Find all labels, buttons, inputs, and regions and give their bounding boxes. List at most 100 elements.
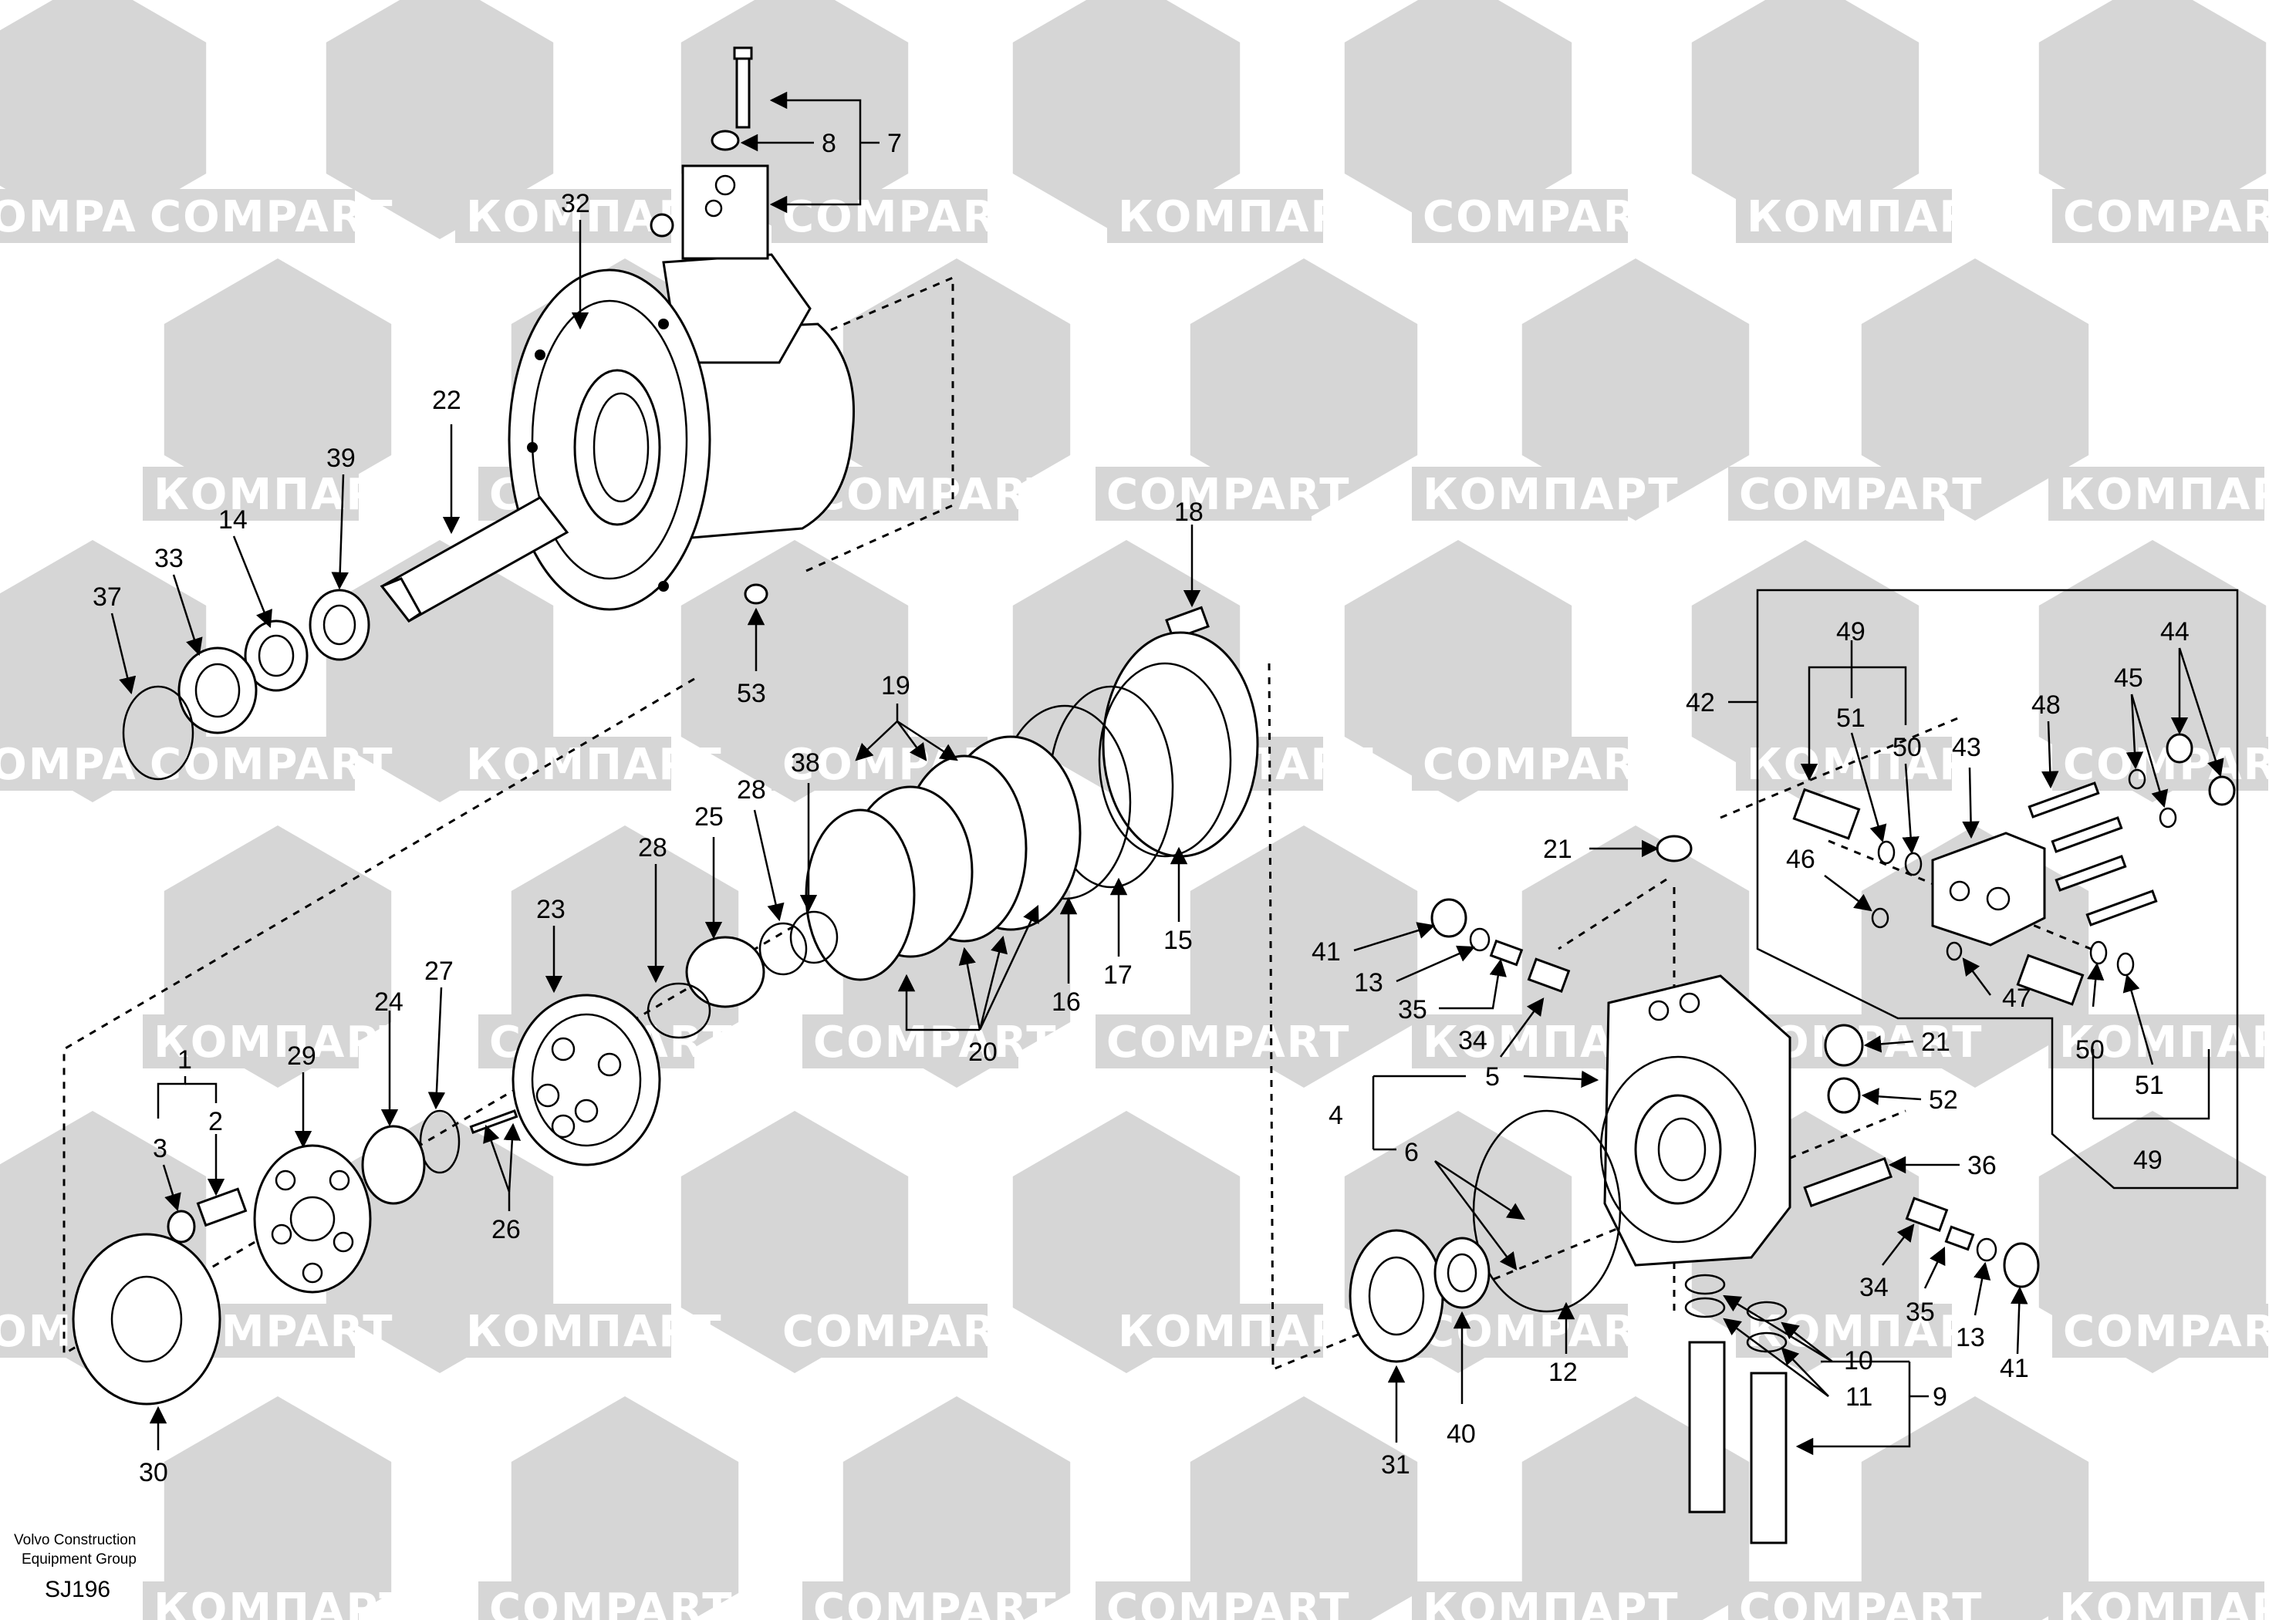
watermark-hexagon xyxy=(511,1396,739,1620)
callout-48: 48 xyxy=(2031,690,2061,720)
callout-29: 29 xyxy=(287,1041,316,1071)
callout-38: 38 xyxy=(791,748,820,778)
watermark-text: COMPART xyxy=(782,1307,1026,1357)
watermark-text: COMPART xyxy=(1739,1585,1983,1620)
watermark-text: COMPART xyxy=(1106,1585,1350,1620)
rotating-group xyxy=(361,936,765,1205)
watermark-text: КОМПАРТ xyxy=(466,1307,723,1357)
watermark-banner xyxy=(455,1304,671,1358)
callout-47: 47 xyxy=(2002,984,2031,1013)
callout-39: 39 xyxy=(326,444,356,473)
watermark-banner xyxy=(1412,1581,1628,1620)
watermark-text: КОМПАРТ xyxy=(466,740,723,790)
watermark-banner xyxy=(1728,467,1944,521)
watermark-text: КОМПАРТ xyxy=(1118,1307,1375,1357)
callout-3: 3 xyxy=(153,1134,167,1163)
watermark-banner xyxy=(143,467,359,521)
watermark-text: COMPART xyxy=(782,192,1026,242)
watermark-text: COMPART xyxy=(813,1585,1057,1620)
watermark-banner xyxy=(1736,737,1952,791)
leader-lines xyxy=(110,91,2224,1456)
callout-34b: 34 xyxy=(1859,1273,1889,1302)
watermark-text: COMPART xyxy=(1106,1018,1350,1068)
callout-23: 23 xyxy=(536,895,566,924)
callout-28a: 28 xyxy=(737,775,766,805)
callout-49a: 49 xyxy=(1836,617,1866,646)
callout-7: 7 xyxy=(887,129,902,158)
callout-31: 31 xyxy=(1381,1450,1410,1480)
watermark-hexagon xyxy=(1691,0,1920,239)
callout-32: 32 xyxy=(561,189,590,218)
callout-19: 19 xyxy=(881,671,910,700)
footer-line-1: Volvo Construction xyxy=(14,1532,136,1548)
callout-15: 15 xyxy=(1163,926,1193,955)
watermark-banner xyxy=(1412,737,1628,791)
callout-40: 40 xyxy=(1447,1419,1476,1449)
callout-42: 42 xyxy=(1686,688,1715,717)
callout-10: 10 xyxy=(1844,1346,1873,1375)
callout-35a: 35 xyxy=(1398,995,1427,1024)
watermark-banner xyxy=(1096,1014,1312,1068)
watermark-banner xyxy=(1107,189,1323,243)
watermark-banner xyxy=(1412,467,1628,521)
watermark-banner xyxy=(139,189,355,243)
watermark-banner xyxy=(1728,1581,1944,1620)
watermark-text: COMPART xyxy=(1423,192,1666,242)
watermark-banner xyxy=(139,737,355,791)
watermark-hexagon xyxy=(1190,1396,1418,1620)
watermark-banner xyxy=(1412,1304,1628,1358)
valve-block-assembly xyxy=(1756,589,2239,1190)
watermark-text: COMPART xyxy=(813,1018,1057,1068)
watermark-hexagon xyxy=(164,1396,392,1620)
watermark-text: COMPART xyxy=(2063,192,2296,242)
callout-36: 36 xyxy=(1967,1151,1997,1180)
watermark-text: COMPART xyxy=(150,192,393,242)
callout-52: 52 xyxy=(1929,1085,1958,1115)
callout-20: 20 xyxy=(968,1038,998,1067)
valve-components xyxy=(1430,835,2040,1544)
watermark-text: COMPART xyxy=(150,740,393,790)
callout-50b: 50 xyxy=(2075,1035,2105,1065)
watermark-text: КОМПАРТ xyxy=(1423,1585,1680,1620)
callout-14: 14 xyxy=(218,505,248,535)
callout-13b: 13 xyxy=(1956,1323,1985,1352)
callout-21b: 21 xyxy=(1921,1028,1950,1057)
callout-33: 33 xyxy=(154,544,184,573)
watermark-text: КОМПАРТ xyxy=(466,192,723,242)
watermark-banner xyxy=(1736,189,1952,243)
watermark-text: COMPART xyxy=(2063,1307,2296,1357)
watermark-hexagon xyxy=(1861,258,2089,521)
watermark-text: КОМПАРТ xyxy=(154,1585,410,1620)
callout-49b: 49 xyxy=(2133,1146,2163,1175)
callout-41a: 41 xyxy=(1312,937,1341,967)
callout-28b: 28 xyxy=(638,833,667,862)
watermark-text: COMPART xyxy=(1423,740,1666,790)
watermark-hexagon xyxy=(842,258,1071,521)
callout-4: 4 xyxy=(1329,1101,1343,1130)
callout-1: 1 xyxy=(177,1045,192,1075)
watermark-banner xyxy=(772,189,988,243)
callout-26: 26 xyxy=(491,1215,521,1244)
watermark-banner xyxy=(2048,1014,2264,1068)
callout-2: 2 xyxy=(208,1107,223,1136)
callout-25: 25 xyxy=(694,802,724,832)
watermark-text: COMPART xyxy=(813,470,1057,520)
watermark-hexagon xyxy=(842,1396,1071,1620)
watermark-text: КОМПАРТ xyxy=(2059,470,2296,520)
callout-41b: 41 xyxy=(2000,1354,2029,1383)
watermark-text: КОМПАРТ xyxy=(1423,470,1680,520)
watermark-hexagon xyxy=(2038,0,2267,239)
watermark-hexagon xyxy=(164,258,392,521)
watermark-text: КОМПАРТ xyxy=(2059,1585,2296,1620)
callout-18: 18 xyxy=(1174,498,1204,527)
watermark-hexagon xyxy=(1861,1396,2089,1620)
watermark-banner xyxy=(802,1581,1018,1620)
watermark-text: COMPART xyxy=(489,1585,733,1620)
callout-51b: 51 xyxy=(2135,1071,2164,1100)
callout-45: 45 xyxy=(2114,663,2143,693)
callout-24: 24 xyxy=(374,987,403,1017)
watermark-text: КОМПАРТ xyxy=(154,1018,410,1068)
callout-27: 27 xyxy=(424,957,454,986)
